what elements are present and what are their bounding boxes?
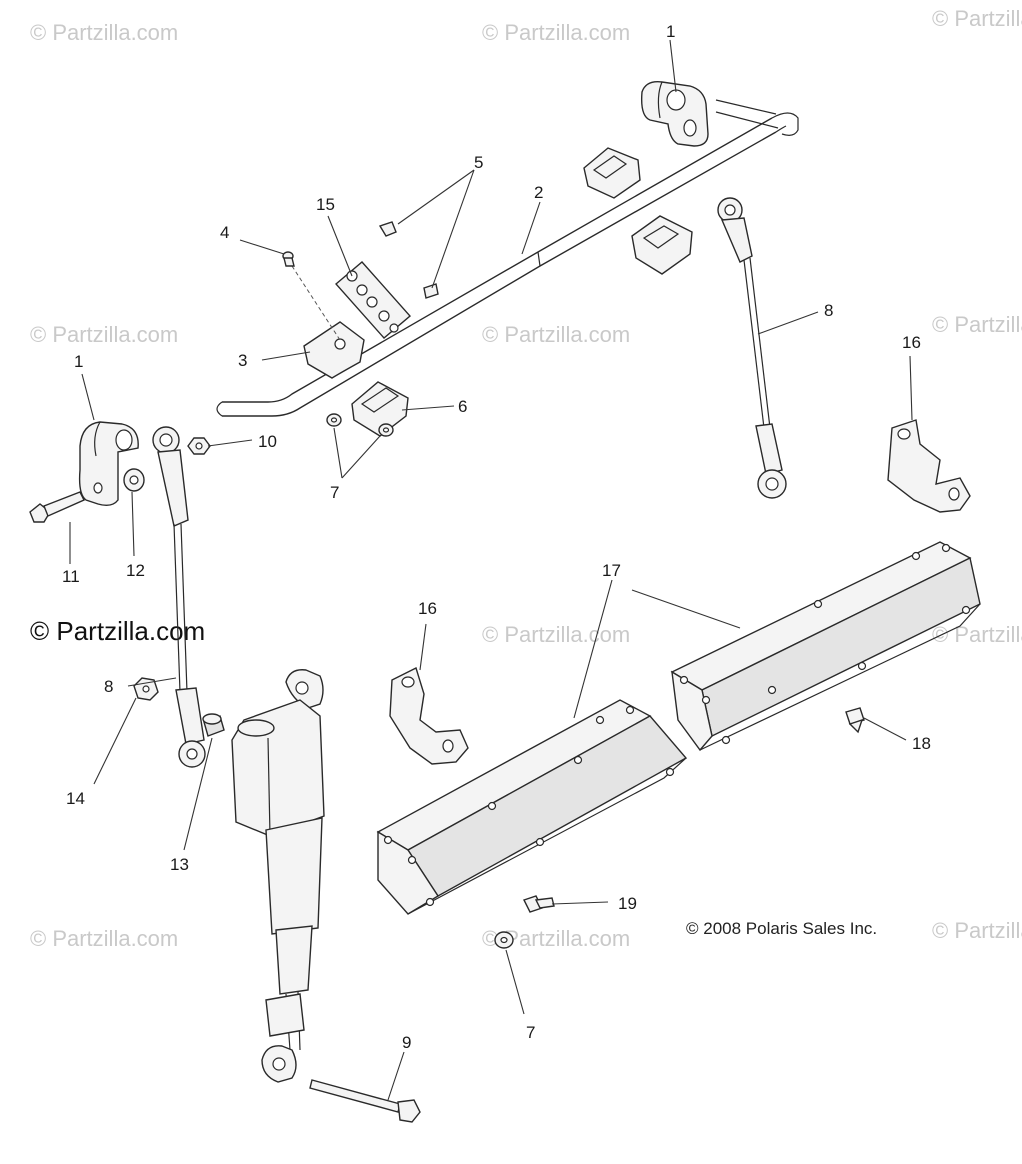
washers-7: [326, 413, 514, 949]
watermark-mid-left: © Partzilla.com: [30, 322, 178, 347]
callout-5: 5: [474, 153, 483, 172]
callout-18: 18: [912, 734, 931, 753]
bolt-11: [29, 491, 85, 523]
callout-16-mid: 16: [418, 599, 437, 618]
bolt-9: [309, 1079, 421, 1123]
nut-10: [187, 437, 211, 455]
watermark-bottom-left: © Partzilla.com: [30, 926, 178, 951]
watermark-mid-center: © Partzilla.com: [482, 322, 630, 347]
link-right: [717, 197, 787, 499]
callout-16-right: 16: [902, 333, 921, 352]
screw-4: [282, 251, 295, 267]
watermark-top-left: © Partzilla.com: [30, 20, 178, 45]
watermark-center: © Partzilla.com: [482, 622, 630, 647]
copyright-notice: © 2008 Polaris Sales Inc.: [686, 919, 877, 938]
bushing-top: [640, 81, 709, 147]
bracket-16-right: [887, 419, 971, 513]
callout-2: 2: [534, 183, 543, 202]
callout-3: 3: [238, 351, 247, 370]
callouts: 1 2 5 15 4 3 8 16 1 6 10 7 11 12 17 16 8…: [62, 22, 931, 1052]
bolt-18: [845, 707, 865, 734]
bracket-16-mid: [389, 667, 469, 765]
callout-7-bottom: 7: [526, 1023, 535, 1042]
callout-10: 10: [258, 432, 277, 451]
bushing-block-6: [351, 381, 409, 437]
callout-7-mid: 7: [330, 483, 339, 502]
callout-11: 11: [62, 567, 80, 586]
watermark-center-right: © Partzilla.com: [932, 622, 1022, 647]
callout-8-left: 8: [104, 677, 113, 696]
callout-19: 19: [618, 894, 637, 913]
watermark-mid-right: © Partzilla.com: [932, 312, 1022, 337]
watermarks: © Partzilla.com © Partzilla.com © Partzi…: [30, 6, 1022, 951]
callout-12: 12: [126, 561, 145, 580]
watermark-top-center: © Partzilla.com: [482, 20, 630, 45]
watermark-top-right: © Partzilla.com: [932, 6, 1022, 31]
bar-clamp: [291, 265, 365, 379]
leader-lines: [69, 39, 913, 1101]
bracket-plate-15: [335, 261, 411, 339]
bushing-left: [78, 421, 139, 507]
callout-6: 6: [458, 397, 467, 416]
callout-14: 14: [66, 789, 85, 808]
bolt-19: [523, 895, 555, 913]
callout-4: 4: [220, 223, 229, 242]
bushing-blocks-upper: [583, 147, 693, 275]
callout-1-top: 1: [666, 22, 675, 41]
callout-8-right: 8: [824, 301, 833, 320]
callout-17: 17: [602, 561, 621, 580]
rail-upper: [670, 541, 981, 752]
stabilizer-bar: [216, 99, 799, 417]
washer-12: [123, 468, 145, 492]
callout-1-left: 1: [74, 352, 83, 371]
watermark-bottom-right: © Partzilla.com: [932, 918, 1022, 943]
spacer-13: [202, 713, 225, 737]
screws-5: [378, 221, 439, 299]
callout-13: 13: [170, 855, 189, 874]
link-left: [152, 426, 206, 768]
shock-absorber: [231, 669, 325, 1083]
watermark-main: © Partzilla.com: [30, 616, 205, 646]
rail-lower: [376, 699, 688, 915]
callout-9: 9: [402, 1033, 411, 1052]
callout-15: 15: [316, 195, 335, 214]
